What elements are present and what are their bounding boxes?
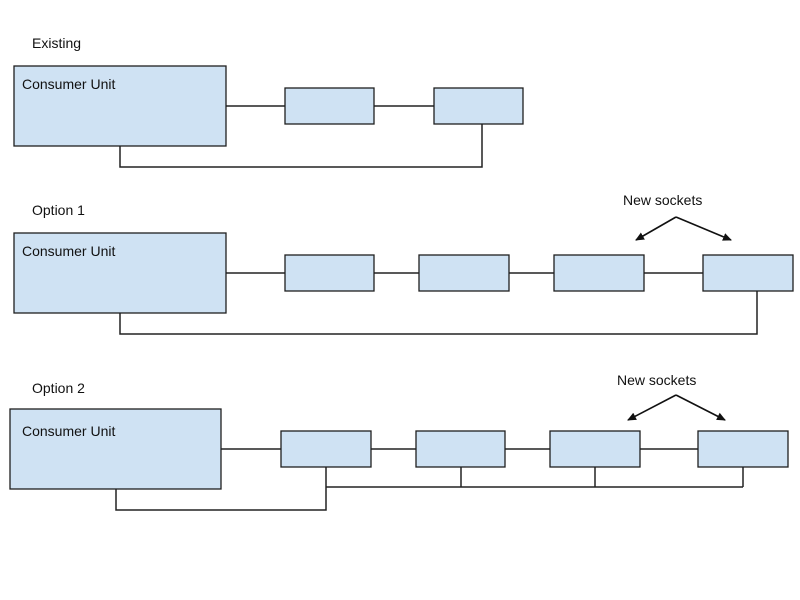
consumer-unit-box: [9, 408, 222, 490]
arrow-icon: [627, 394, 677, 421]
section-title-option-1: Option 1: [32, 202, 85, 218]
new-socket-box: [549, 430, 641, 468]
ring-return-wire: [119, 124, 483, 168]
socket-box: [280, 430, 372, 468]
socket-box: [284, 254, 375, 292]
socket-box: [415, 430, 506, 468]
consumer-unit-label: Consumer Unit: [22, 76, 115, 92]
ring-return-wire: [119, 291, 758, 335]
section-option-1: Option 1 Consumer Unit New sockets: [13, 192, 794, 335]
consumer-unit-label: Consumer Unit: [22, 243, 115, 259]
arrow-icon: [635, 216, 677, 241]
new-socket-box: [702, 254, 794, 292]
new-sockets-label: New sockets: [623, 192, 702, 208]
new-socket-box: [697, 430, 789, 468]
section-existing: Existing Consumer Unit: [13, 35, 524, 168]
new-sockets-label: New sockets: [617, 372, 696, 388]
socket-box: [433, 87, 524, 125]
socket-box: [284, 87, 375, 125]
consumer-unit-box: [13, 232, 227, 314]
ring-return-wire: [115, 467, 327, 511]
consumer-unit-box: [13, 65, 227, 147]
arrow-icon: [675, 216, 732, 241]
consumer-unit-label: Consumer Unit: [22, 423, 115, 439]
section-title-option-2: Option 2: [32, 380, 85, 396]
arrow-icon: [675, 394, 726, 421]
section-title-existing: Existing: [32, 35, 81, 51]
socket-box: [418, 254, 510, 292]
new-socket-box: [553, 254, 645, 292]
section-option-2: Option 2 Consumer Unit New sockets: [9, 372, 789, 511]
